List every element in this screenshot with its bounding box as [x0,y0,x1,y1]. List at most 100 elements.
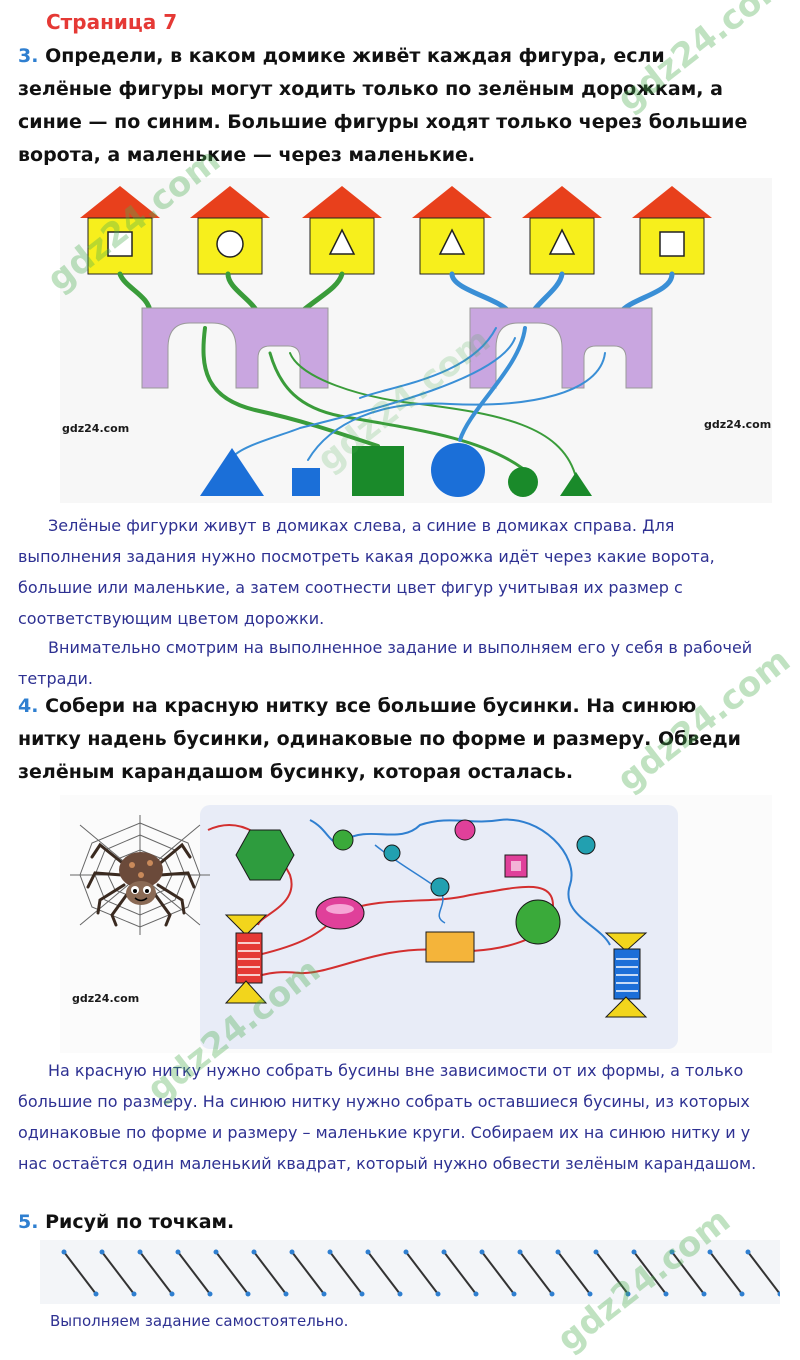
house-3 [302,186,382,275]
blue-big-circle [431,443,485,497]
dot [359,1291,365,1297]
dot-segment-line [253,1251,287,1295]
dot [321,1291,327,1297]
dot [175,1249,181,1255]
dot [473,1291,479,1297]
houses-figure: gdz24.com gdz24.com [60,178,772,503]
dot-segment-line [139,1251,173,1295]
small-teal-bead [383,844,401,862]
dot [251,1249,257,1255]
task-4-answer: На красную нитку нужно собрать бусины вн… [18,1061,757,1173]
task-4-body: Собери на красную нитку все большие буси… [18,695,741,783]
task-3-text: 3. Определи, в каком домике живёт каждая… [18,40,758,172]
dot [207,1291,213,1297]
red-thread [207,824,293,926]
dot [397,1291,403,1297]
dot [777,1291,780,1297]
triangle-icon [548,228,576,255]
triangle-icon [328,228,356,255]
site-label-beads: gdz24.com [72,992,139,1005]
dot-segment-line [595,1251,629,1295]
dot [707,1249,713,1255]
dot [669,1249,675,1255]
dot-segment-line [709,1251,743,1295]
dot-segment-line [633,1251,667,1295]
dot [701,1291,707,1297]
dot-segment-line [671,1251,705,1295]
task-5-answer: Выполняем задание самостоятельно. [50,1312,349,1330]
dot [61,1249,67,1255]
dot [131,1291,137,1297]
small-pink-bead [454,819,476,841]
dot [365,1249,371,1255]
dot-exercise [40,1240,780,1304]
red-spool-icon [224,914,268,1004]
site-label-right: gdz24.com [704,418,771,431]
beads-background [200,805,678,1049]
task-4-text: 4. Собери на красную нитку все большие б… [18,690,758,789]
small-teal-bead-2 [430,877,450,897]
task-4-number: 4. [18,695,39,717]
green-big-square [352,446,404,496]
dot [93,1291,99,1297]
dot-segment-line [291,1251,325,1295]
dot [289,1249,295,1255]
dot-segment-line [443,1251,477,1295]
blue-big-triangle [200,448,264,496]
dot [137,1249,143,1255]
dot-segment-line [215,1251,249,1295]
house-2 [190,186,270,275]
dot [403,1249,409,1255]
big-orange-rect-bead [425,931,475,963]
dot [739,1291,745,1297]
dot [625,1291,631,1297]
small-teal-bead-3 [576,835,596,855]
square-icon [659,231,685,257]
right-gate [469,307,653,389]
task-5-text: 5. Рисуй по точкам. [18,1206,758,1239]
task-3-answer-p2: Внимательно смотрим на выполненное задан… [18,638,753,688]
dot [517,1249,523,1255]
left-gate [141,307,329,389]
blue-small-square [292,468,320,496]
dot-segment-line [747,1251,780,1295]
site-label-left: gdz24.com [62,422,129,435]
page-title: Страница 7 [46,10,178,34]
dot [549,1291,555,1297]
dot [745,1249,751,1255]
dot [587,1291,593,1297]
dot-segment-line [63,1251,97,1295]
task-5-body: Рисуй по точкам. [45,1211,235,1233]
dot [631,1249,637,1255]
dot-segment-line [557,1251,591,1295]
dot [555,1249,561,1255]
dot [593,1249,599,1255]
task-3-body: Определи, в каком домике живёт каждая фи… [18,45,748,166]
task-3-number: 3. [18,45,39,67]
house-4 [412,186,492,275]
dot [435,1291,441,1297]
green-hexagon-bead [235,829,295,881]
dot [283,1291,289,1297]
triangle-icon [438,228,466,255]
dot-segment-line [329,1251,363,1295]
dot [511,1291,517,1297]
blue-spool-icon [604,932,648,1018]
house-1 [80,186,160,275]
dot [213,1249,219,1255]
house-6 [632,186,712,275]
dot-segment-line [101,1251,135,1295]
house-5 [522,186,602,275]
dot-segment-line [519,1251,553,1295]
dot [663,1291,669,1297]
dot-segment-line [367,1251,401,1295]
dot [327,1249,333,1255]
small-green-bead [332,829,354,851]
dot [441,1249,447,1255]
task-3-answer-p1: Зелёные фигурки живут в домиках слева, а… [18,516,715,628]
spider-icon [86,842,196,927]
beads-figure: gdz24.com [60,795,772,1053]
square-icon [107,231,133,257]
dot [169,1291,175,1297]
dot [99,1249,105,1255]
